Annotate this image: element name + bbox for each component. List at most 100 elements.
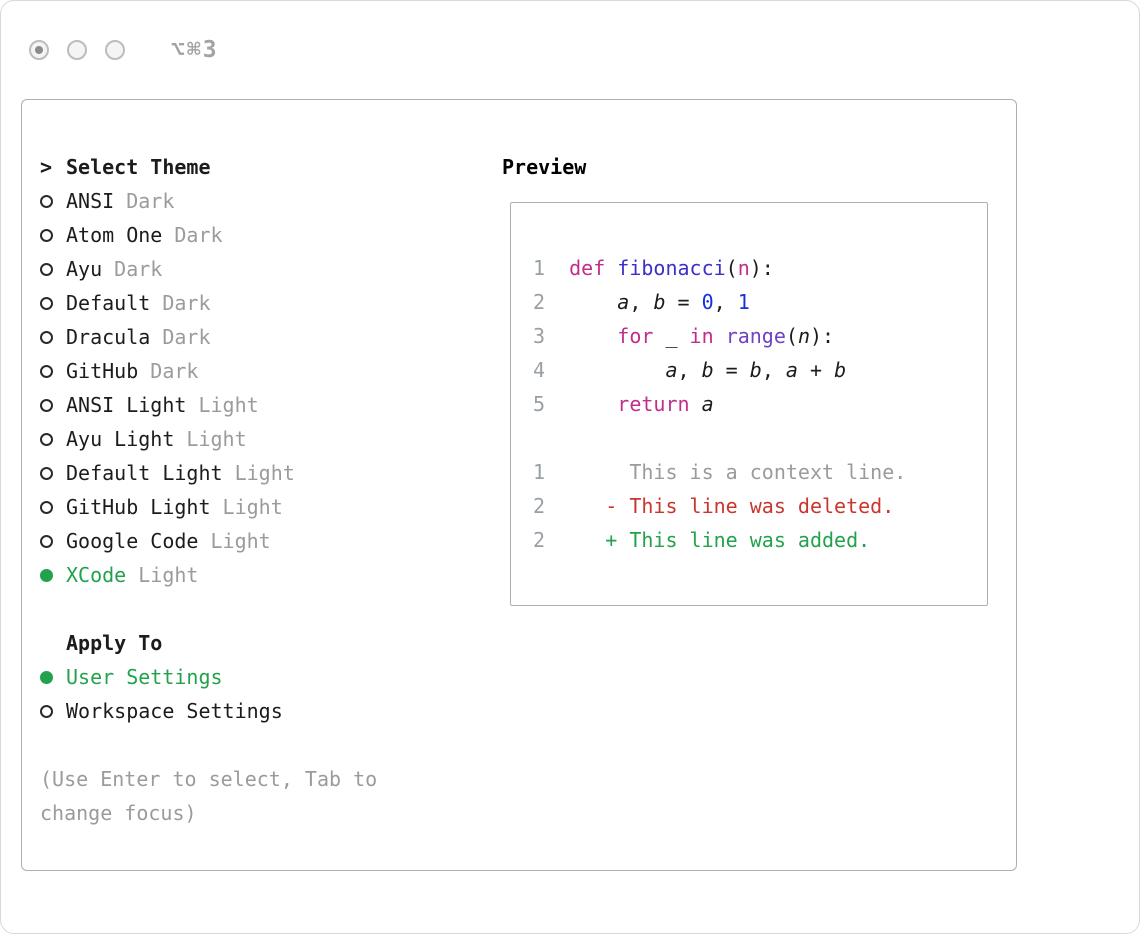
code-token bbox=[605, 256, 617, 280]
theme-option[interactable]: GitHub Light Light bbox=[40, 490, 502, 524]
line-number: 2 bbox=[533, 290, 570, 314]
diff-line-added: 2 + This line was added. bbox=[533, 523, 987, 557]
theme-variant-label: Dark bbox=[150, 359, 199, 383]
code-token: n bbox=[797, 324, 810, 348]
code-token: ( bbox=[785, 324, 798, 348]
code-token bbox=[714, 324, 726, 348]
code-token: , bbox=[629, 290, 654, 314]
code-token: ): bbox=[749, 256, 774, 280]
code-token bbox=[569, 290, 617, 314]
theme-variant-label: Dark bbox=[162, 325, 211, 349]
theme-option[interactable]: GitHub Dark bbox=[40, 354, 502, 388]
diff-line-context: 1 This is a context line. bbox=[533, 455, 987, 489]
traffic-light-button-3[interactable] bbox=[105, 40, 125, 60]
radio-icon bbox=[40, 500, 66, 514]
option-label: Ayu bbox=[66, 257, 103, 281]
radio-icon bbox=[40, 466, 66, 480]
radio-icon bbox=[40, 398, 66, 412]
apply-to-title: Apply To bbox=[66, 631, 163, 655]
line-number: 1 bbox=[533, 256, 570, 280]
radio-icon bbox=[40, 432, 66, 446]
diff-text: + This line was added. bbox=[569, 528, 871, 552]
option-label: Ayu Light bbox=[66, 427, 175, 451]
apply-to-header: Apply To bbox=[40, 626, 502, 660]
traffic-light-button-2[interactable] bbox=[67, 40, 87, 60]
code-token: _ bbox=[653, 324, 690, 348]
theme-variant-label: Dark bbox=[126, 189, 175, 213]
code-token: ): bbox=[810, 324, 835, 348]
line-number: 1 bbox=[533, 460, 570, 484]
option-label: Google Code bbox=[66, 529, 199, 553]
theme-variant-label: Light bbox=[210, 529, 271, 553]
radio-selected-icon bbox=[40, 670, 66, 684]
code-line: 2 a, b = 0, 1 bbox=[533, 285, 987, 319]
diff-text: This is a context line. bbox=[569, 460, 907, 484]
apply-option[interactable]: Workspace Settings bbox=[40, 694, 502, 728]
code-token bbox=[569, 324, 617, 348]
theme-variant-label: Light bbox=[138, 563, 199, 587]
theme-option[interactable]: Dracula Dark bbox=[40, 320, 502, 354]
line-number: 5 bbox=[533, 392, 570, 416]
theme-variant-label: Light bbox=[222, 495, 283, 519]
code-line: 1 def fibonacci(n): bbox=[533, 251, 987, 285]
prompt-caret: > bbox=[40, 155, 53, 179]
code-token: a bbox=[617, 290, 630, 314]
select-theme-title: Select Theme bbox=[66, 155, 211, 179]
code-token: a bbox=[785, 358, 798, 382]
traffic-light-button-1[interactable] bbox=[29, 40, 49, 60]
option-label: Default Light bbox=[66, 461, 223, 485]
preview-title: Preview bbox=[502, 155, 587, 179]
hint-line-1: (Use Enter to select, Tab to bbox=[40, 767, 378, 791]
radio-icon bbox=[40, 296, 66, 310]
code-token: + bbox=[797, 358, 835, 382]
theme-variant-label: Light bbox=[186, 427, 247, 451]
option-label: GitHub bbox=[66, 359, 139, 383]
titlebar: ⌥⌘3 bbox=[1, 1, 1139, 71]
radio-icon bbox=[40, 330, 66, 344]
option-label: Default bbox=[66, 291, 151, 315]
option-label: Atom One bbox=[66, 223, 163, 247]
code-token: n bbox=[737, 256, 750, 280]
code-token: b bbox=[749, 358, 762, 382]
code-line: 5 return a bbox=[533, 387, 987, 421]
theme-variant-label: Dark bbox=[174, 223, 223, 247]
code-token: ( bbox=[725, 256, 738, 280]
theme-option[interactable]: Atom One Dark bbox=[40, 218, 502, 252]
code-token: fibonacci bbox=[617, 256, 726, 280]
line-number: 2 bbox=[533, 528, 570, 552]
shortcut-label: ⌥⌘3 bbox=[171, 37, 219, 63]
code-token: for bbox=[617, 324, 654, 348]
code-token: def bbox=[569, 256, 606, 280]
code-token: range bbox=[725, 324, 786, 348]
option-label: Dracula bbox=[66, 325, 151, 349]
code-token: = bbox=[713, 358, 750, 382]
radio-icon bbox=[40, 704, 66, 718]
theme-option[interactable]: Google Code Light bbox=[40, 524, 502, 558]
code-token bbox=[569, 392, 617, 416]
code-token: a bbox=[665, 358, 678, 382]
code-token: return bbox=[617, 392, 690, 416]
line-number: 3 bbox=[533, 324, 570, 348]
hint-line-2: change focus) bbox=[40, 801, 197, 825]
code-token: = bbox=[665, 290, 702, 314]
option-label: User Settings bbox=[66, 665, 223, 689]
apply-option[interactable]: User Settings bbox=[40, 660, 502, 694]
option-label: GitHub Light bbox=[66, 495, 211, 519]
code-token: , bbox=[677, 358, 702, 382]
traffic-light-dot-icon bbox=[35, 46, 43, 54]
radio-selected-icon bbox=[40, 568, 66, 582]
code-line: 3 for _ in range(n): bbox=[533, 319, 987, 353]
line-number: 4 bbox=[533, 358, 570, 382]
theme-option[interactable]: Ayu Light Light bbox=[40, 422, 502, 456]
line-number: 2 bbox=[533, 494, 570, 518]
